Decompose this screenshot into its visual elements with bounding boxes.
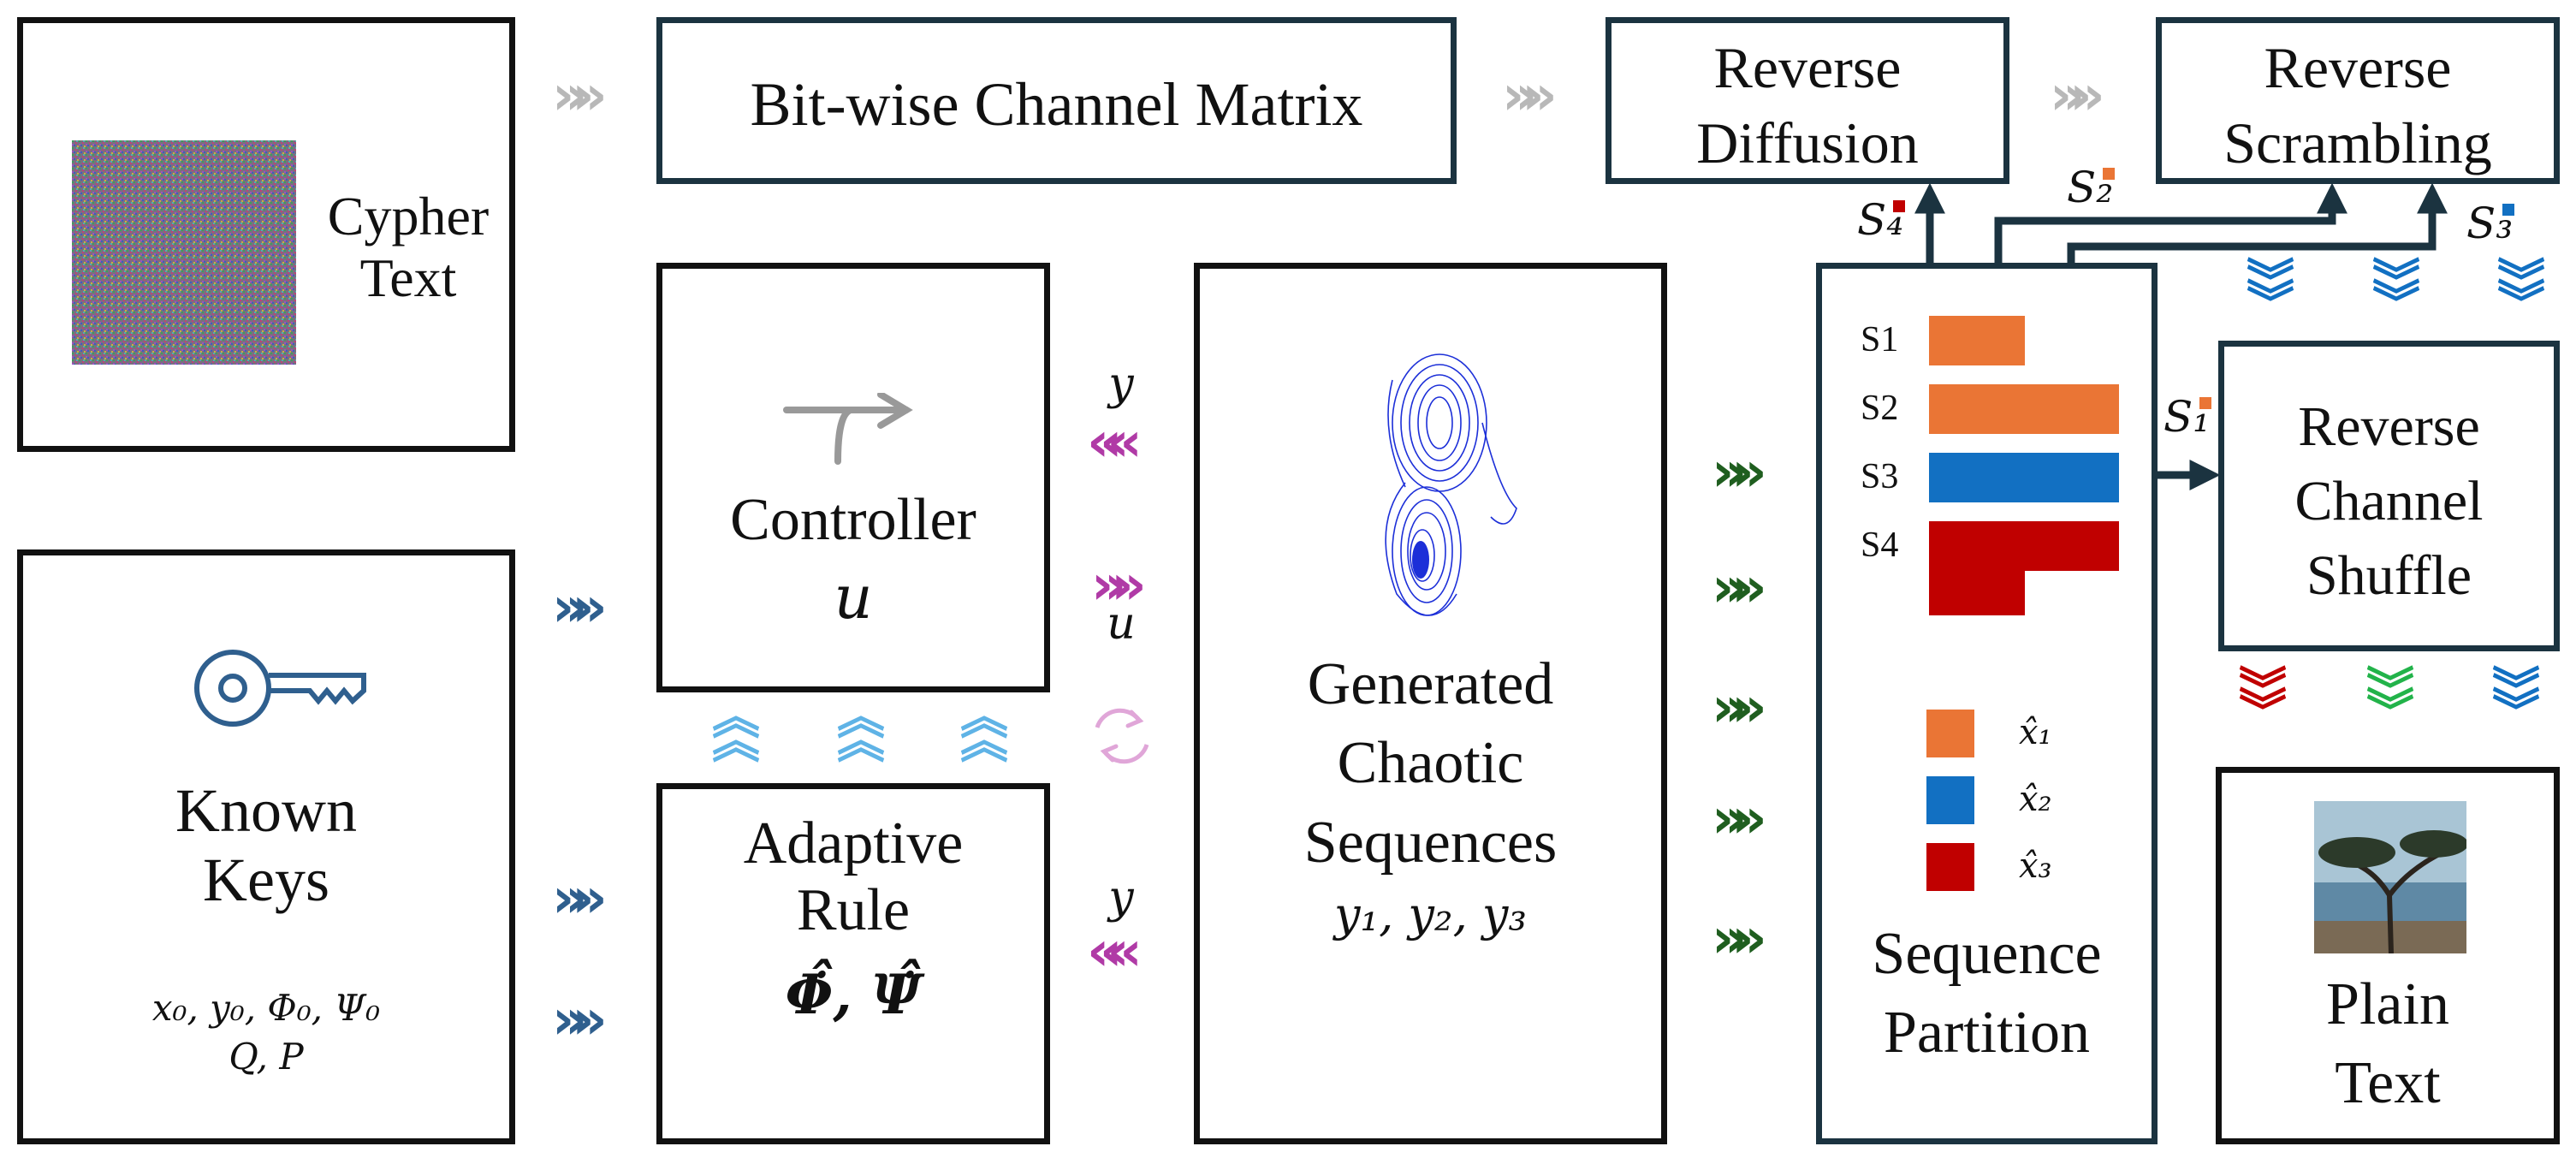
s1-marker [2199,397,2211,409]
reverse-channel-shuffle-label: Reverse Channel Shuffle [2294,395,2484,608]
chevron-icon-green-2: »» [1712,556,1767,620]
s3-marker [2502,204,2514,216]
partition-bar [1929,521,2119,571]
controller-arrow-icon [783,393,913,465]
arrow-to-reverse-scrambling-left [1994,182,2347,265]
bitwise-channel-matrix-box: Bit-wise Channel Matrix [656,17,1457,184]
chevron-up-icon-1: ︽︽ [712,690,760,769]
legend-label: x̂₁ [2019,713,2052,752]
partition-bar [1929,453,2119,502]
s3-label: S₃ [2466,199,2514,248]
key-icon [194,650,366,727]
partition-bar-extension [1929,571,2025,615]
chevron-icon-gray-1: »» [552,64,608,128]
s2-marker [2103,168,2115,180]
chevron-up-icon-2: ︽︽ [837,690,885,769]
chevron-down-icon-1: ︾︾ [2247,255,2294,333]
legend-swatch [1926,843,1974,891]
chevron-icon-gray-3: »» [2050,64,2105,128]
adaptive-rule-label: Adaptive Rule [743,811,964,944]
cypher-text-box: Cypher Text [17,17,515,452]
reverse-scrambling-box: Reverse Scrambling [2156,17,2560,184]
generated-sequences-box: Generated Chaotic Sequences y₁, y₂, y₃ [1194,263,1667,1144]
known-keys-vars-line1: x₀, y₀, Φ₀, Ψ₀ [151,987,381,1029]
legend-swatch [1926,710,1974,757]
noise-image [72,140,296,365]
adaptive-rule-vars: Φ̇̂, Ψ̇̂ [785,963,922,1027]
cycle-icon [1095,708,1149,764]
partition-bar-label: S1 [1861,320,1899,359]
chevron-icon-green-3: »» [1712,676,1767,739]
partition-bar [1929,316,2025,365]
legend-swatch [1926,776,1974,824]
partition-bar-label: S4 [1861,526,1899,565]
chaotic-attractor-plot [1385,353,1517,616]
reverse-channel-shuffle-box: Reverse Channel Shuffle [2218,341,2560,651]
known-keys-vars-line2: Q, P [229,1036,304,1078]
generated-sequences-label: Generated Chaotic Sequences [1303,651,1558,876]
signal-y-top: y [1108,359,1134,410]
signal-y-bottom: y [1108,872,1134,924]
generated-sequences-vars: y₁, y₂, y₃ [1333,888,1528,941]
adaptive-rule-box: Adaptive Rule Φ̇̂, Ψ̇̂ [656,783,1050,1144]
chevron-left-icon-magenta-2: «« [1087,920,1143,983]
chevron-down-icon-2: ︾︾ [2372,255,2420,333]
s4-marker [1893,200,1905,212]
controller-var: u [834,562,873,633]
chevron-icon-blue-1: »» [552,576,608,639]
plain-image [2314,801,2466,953]
known-keys-box: Known Keys x₀, y₀, Φ₀, Ψ₀ Q, P [17,549,515,1144]
chevron-icon-green-5: »» [1712,907,1767,971]
s1-label: S₁ [2163,392,2211,442]
reverse-diffusion-label: Reverse Diffusion [1696,35,1919,176]
chevron-icon-gray-2: »» [1502,64,1558,128]
legend-label: x̂₃ [2019,846,2052,886]
chevron-icon-blue-2: »» [552,867,608,930]
partition-bar-label: S3 [1861,457,1899,496]
plain-text-label: Plain Text [2326,971,2449,1117]
signal-u: u [1107,598,1136,650]
chevron-left-icon-magenta-1: «« [1087,411,1143,474]
chevron-icon-blue-3: »» [552,989,608,1052]
chevron-down-icon-3: ︾︾ [2497,255,2545,333]
sequence-partition-label: Sequence Partition [1872,921,2102,1066]
chevron-icon-green-4: »» [1712,787,1767,851]
cypher-text-label: Cypher Text [327,186,490,308]
s2-label: S₂ [2067,163,2115,212]
reverse-diffusion-box: Reverse Diffusion [1606,17,2009,184]
controller-box: Controller u [656,263,1050,692]
reverse-scrambling-label: Reverse Scrambling [2223,35,2492,176]
known-keys-label: Known Keys [175,776,357,914]
arrow-to-reverse-scrambling-right [2067,182,2448,265]
chevron-down-icon-blue: ︾︾ [2492,663,2540,741]
chevron-down-icon-red: ︾︾ [2239,663,2287,741]
chevron-up-icon-3: ︽︽ [960,690,1008,769]
s4-label: S₄ [1857,195,1905,245]
legend-label: x̂₂ [2019,780,2052,819]
controller-label: Controller [730,487,976,553]
partition-bar-label: S2 [1861,389,1899,428]
chevron-icon-green-1: »» [1712,441,1767,504]
chevron-down-icon-green: ︾︾ [2366,663,2414,741]
bitwise-channel-matrix-label: Bit-wise Channel Matrix [750,70,1363,139]
plain-text-box: Plain Text [2216,767,2560,1144]
partition-bar [1929,384,2119,434]
